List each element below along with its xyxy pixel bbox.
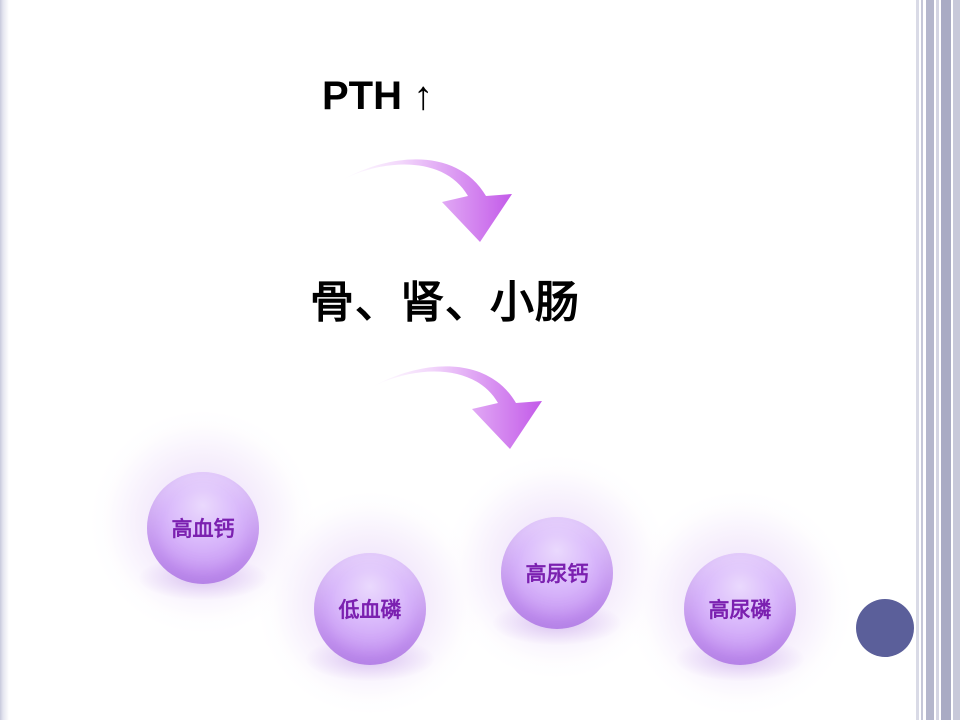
slide-subtitle: 骨、肾、小肠: [310, 277, 580, 328]
left-border: [0, 0, 9, 720]
bubble-label: 高尿钙: [525, 562, 589, 586]
curved-arrow-icon: [342, 159, 512, 242]
decorative-dot: [856, 599, 914, 657]
curved-arrow-icon: [372, 366, 542, 449]
bubble: 高尿钙: [501, 517, 613, 629]
bubble: 高血钙: [147, 472, 259, 584]
bubble-low-blood-phosphorus: 低血磷: [258, 493, 482, 713]
bubble-label: 低血磷: [338, 598, 402, 622]
bubble-high-urine-phosphorus: 高尿磷: [628, 493, 852, 713]
right-border: [916, 0, 960, 720]
bubble-high-urine-calcium: 高尿钙: [445, 457, 669, 677]
bubble: 低血磷: [314, 553, 426, 665]
bubble: 高尿磷: [684, 553, 796, 665]
bubble-high-blood-calcium: 高血钙: [91, 412, 315, 632]
bubble-label: 高血钙: [171, 517, 235, 541]
bubble-label: 高尿磷: [708, 598, 772, 622]
slide-title: PTH ↑: [322, 74, 434, 118]
